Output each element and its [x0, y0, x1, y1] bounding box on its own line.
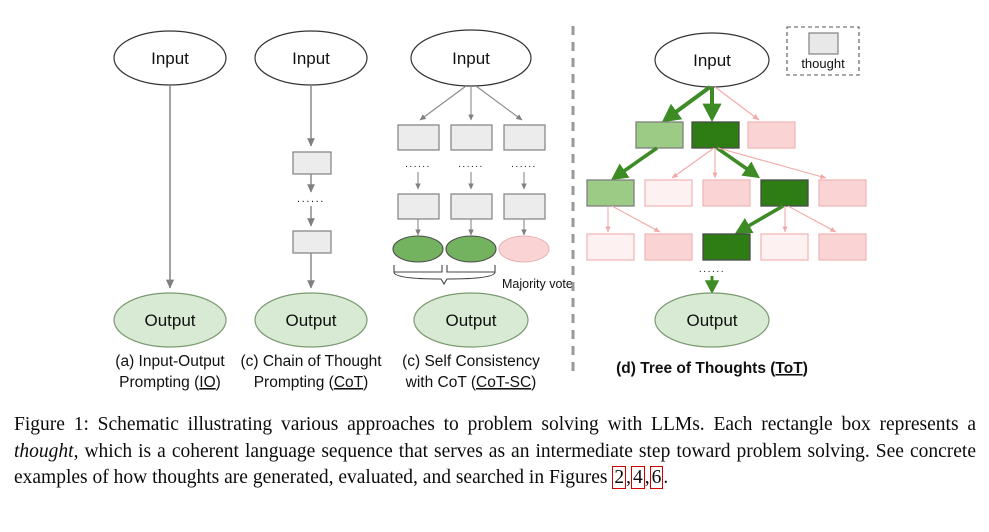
sc-majority-vote-label: Majority vote	[502, 277, 573, 291]
cot-caption-pre: Prompting (	[254, 374, 335, 391]
sc-thought-box-r1c3	[503, 124, 546, 151]
sc-thought-box-r1c1	[397, 124, 440, 151]
panel-chain-of-thought: Input ...... Output (c) Chain of Thought…	[240, 30, 382, 391]
cot-output-label: Output	[285, 311, 336, 330]
tot-caption: (d) Tree of Thoughts (ToT)	[616, 360, 808, 377]
sc-input-label: Input	[452, 49, 490, 68]
tot-node-l3-1	[586, 233, 635, 261]
sc-candidate-green-1	[392, 235, 444, 263]
sc-caption-line1: (c) Self Consistency	[402, 353, 540, 370]
cot-thought-box-2	[292, 230, 332, 254]
tot-node-l2-3	[702, 179, 751, 207]
io-caption-link[interactable]: IO	[199, 374, 215, 391]
tot-edge-l1-2-to-l2-5	[717, 147, 827, 180]
tot-edge-l2-1-to-l3-2	[611, 205, 661, 233]
cot-caption-post: )	[363, 374, 368, 391]
tot-edge-root-to-l1-left	[661, 85, 712, 123]
sc-thought-box-r1c2	[450, 124, 493, 151]
sc-candidate-pink	[498, 235, 550, 263]
sc-caption-line2: with CoT (CoT-SC)	[405, 374, 537, 391]
io-output-label: Output	[144, 311, 195, 330]
tot-node-l2-2	[644, 179, 693, 207]
tot-edge-root-to-l1-right	[714, 86, 760, 121]
tot-caption-link[interactable]: ToT	[775, 360, 803, 377]
io-input-label: Input	[151, 49, 189, 68]
cot-output-node	[254, 292, 368, 348]
sc-caption-post: )	[531, 374, 536, 391]
sc-thought-box-r2c1	[397, 193, 440, 220]
tot-ellipsis: ......	[699, 264, 725, 275]
io-caption-line1: (a) Input-Output	[115, 353, 225, 370]
tot-output-node	[654, 292, 770, 348]
tot-node-l3-4	[760, 233, 809, 261]
cot-thought-box-1	[292, 151, 332, 175]
panel-self-consistency: Input ...... ...... ...... Majority vote…	[392, 29, 573, 391]
sc-ellipsis-3: ......	[511, 159, 537, 170]
tot-node-l1-2-selected	[691, 121, 740, 149]
sc-caption-pre: with CoT (	[405, 374, 477, 391]
tot-node-l2-4-selected	[760, 179, 809, 207]
cot-caption-line1: (c) Chain of Thought	[240, 353, 382, 370]
sc-output-label: Output	[445, 311, 496, 330]
panel-input-output: Input Output (a) Input-Output Prompting …	[113, 30, 227, 391]
tot-edge-l2-4-to-l3-5	[787, 205, 837, 233]
tot-edge-l1-2-to-l2-2	[671, 147, 715, 179]
tot-edge-l1-2-to-l2-4	[715, 146, 760, 179]
sc-thought-box-r2c3	[503, 193, 546, 220]
tot-node-l2-1	[586, 179, 635, 207]
io-caption-line2: Prompting (IO)	[119, 374, 221, 391]
tot-output-label: Output	[686, 311, 737, 330]
tot-edge-l2-4-to-l3-3	[734, 204, 784, 234]
cot-caption-line2: Prompting (CoT)	[254, 374, 369, 391]
sc-vote-brace	[393, 271, 496, 286]
legend-label: thought	[801, 56, 845, 71]
tot-node-l2-5	[818, 179, 867, 207]
tot-caption-post: )	[803, 360, 808, 377]
sc-ellipsis-1: ......	[405, 159, 431, 170]
legend-swatch-icon	[808, 32, 839, 55]
tot-node-l3-3-selected	[702, 233, 751, 261]
cot-caption-link[interactable]: CoT	[334, 374, 364, 391]
caption-sep-2: ,	[644, 467, 650, 488]
legend-thought: thought	[786, 26, 860, 76]
io-caption-post: )	[216, 374, 221, 391]
cot-input-label: Input	[292, 49, 330, 68]
sc-arrow-branch-right	[475, 85, 523, 121]
caption-italic-word: thought	[14, 440, 74, 462]
tot-node-l1-1	[635, 121, 684, 149]
tot-node-l1-3	[747, 121, 796, 149]
caption-prefix: Figure 1: Schematic illustrating various…	[14, 414, 976, 435]
sc-vote-brace-top	[393, 265, 496, 273]
caption-middle: , which is a coherent language sequence …	[14, 440, 976, 489]
io-output-node	[113, 292, 227, 348]
sc-candidate-green-2	[445, 235, 497, 263]
tot-input-label: Input	[693, 51, 731, 70]
sc-output-node	[413, 292, 529, 348]
sc-thought-box-r2c2	[450, 193, 493, 220]
sc-arrow-branch-left	[419, 85, 467, 121]
caption-suffix: .	[663, 467, 669, 488]
panel-tree-of-thoughts: thought Input	[586, 26, 867, 377]
io-caption-pre: Prompting (	[119, 374, 200, 391]
caption-sep-1: ,	[626, 467, 631, 488]
cot-ellipsis: ......	[297, 193, 325, 205]
caption-ref-2[interactable]: 2	[612, 466, 627, 489]
caption-ref-6[interactable]: 6	[649, 466, 664, 489]
tot-caption-pre: (d) Tree of Thoughts (	[616, 360, 776, 377]
tot-node-l3-2	[644, 233, 693, 261]
sc-caption-link[interactable]: CoT-SC	[476, 374, 531, 391]
figure-caption: Figure 1: Schematic illustrating various…	[14, 412, 976, 492]
sc-ellipsis-2: ......	[458, 159, 484, 170]
caption-ref-4[interactable]: 4	[630, 466, 645, 489]
tot-edge-l1-1-to-l2-1	[611, 146, 659, 181]
figure-diagram: Input Output (a) Input-Output Prompting …	[113, 26, 867, 391]
tot-node-l3-5	[818, 233, 867, 261]
